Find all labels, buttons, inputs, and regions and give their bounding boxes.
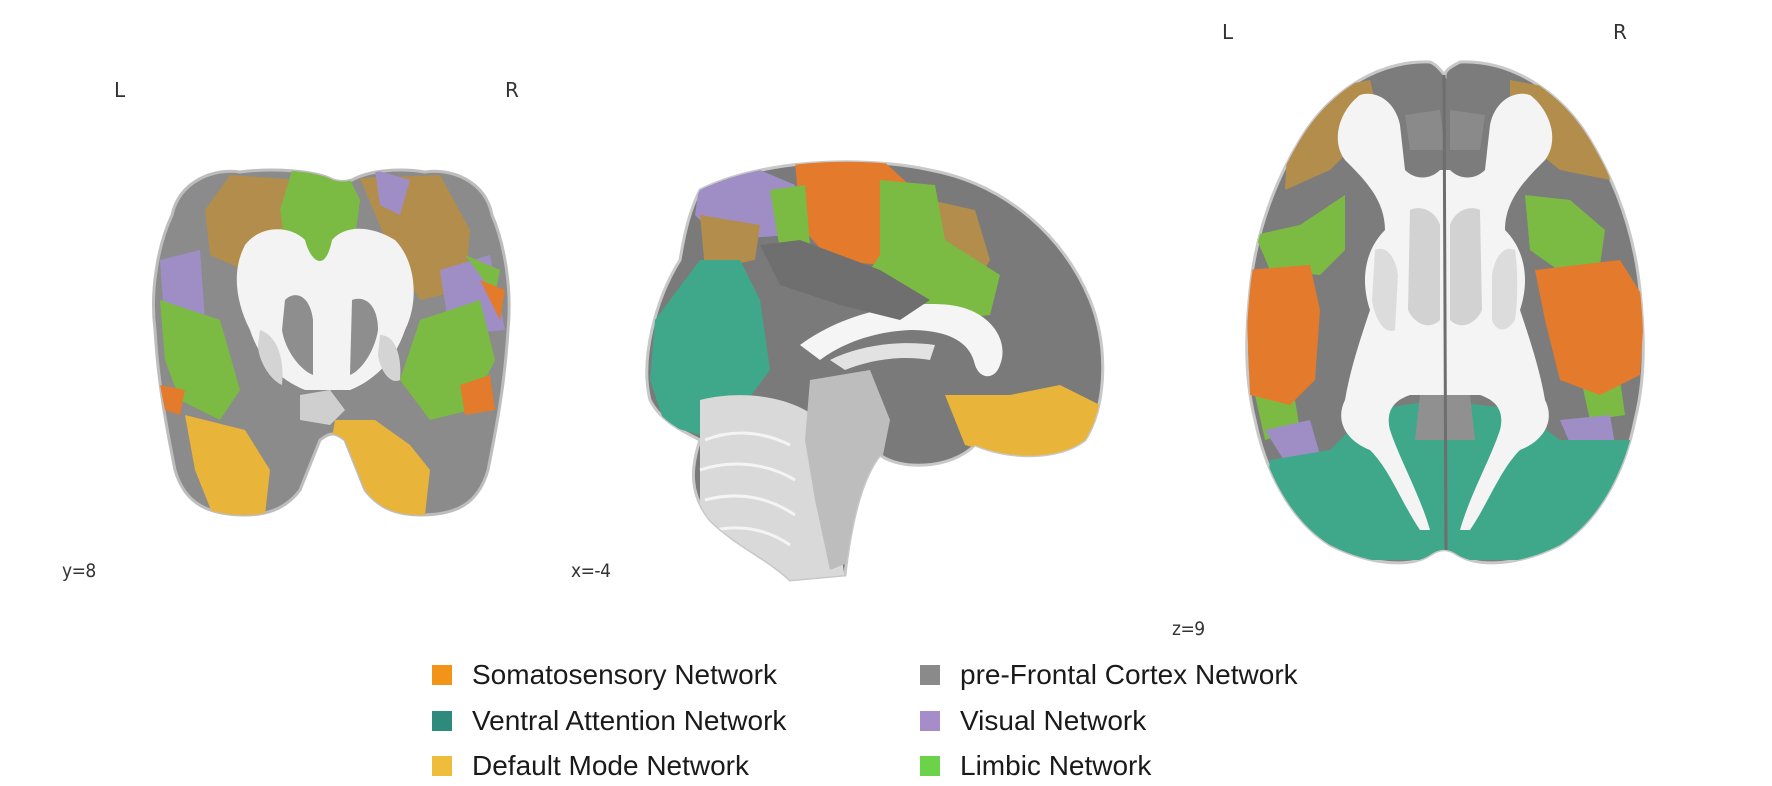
coronal-right-label: R (505, 78, 519, 102)
axial-slice (1245, 60, 1645, 565)
axial-right-label: R (1613, 20, 1627, 44)
coronal-left-label: L (114, 78, 126, 102)
legend-label: Limbic Network (960, 750, 1152, 781)
legend-swatch (920, 665, 940, 685)
legend-swatch (432, 711, 452, 731)
coronal-slice (152, 168, 511, 517)
network-legend: Somatosensory Network Ventral Attention … (432, 653, 1352, 783)
axial-coordinate: z=9 (1172, 618, 1205, 636)
legend-swatch (920, 711, 940, 731)
legend-item-limbic: Limbic Network (920, 746, 1151, 786)
coronal-coordinate: y=8 (62, 560, 96, 582)
axial-left-label: L (1222, 20, 1234, 44)
legend-swatch (920, 756, 940, 776)
legend-label: Default Mode Network (472, 750, 750, 781)
legend-item-somatosensory: Somatosensory Network (432, 655, 777, 695)
legend-label: pre-Frontal Cortex Network (960, 659, 1298, 690)
legend-item-prefrontal: pre-Frontal Cortex Network (920, 655, 1298, 695)
legend-swatch (432, 665, 452, 685)
legend-label: Ventral Attention Network (472, 705, 787, 736)
legend-item-ventral-attention: Ventral Attention Network (432, 701, 786, 741)
legend-item-default-mode: Default Mode Network (432, 746, 749, 786)
legend-swatch (432, 756, 452, 776)
sagittal-coordinate: x=-4 (571, 560, 611, 582)
legend-label: Somatosensory Network (472, 659, 778, 690)
brain-slices-figure (152, 60, 1645, 582)
sagittal-slice (645, 160, 1105, 582)
legend-label: Visual Network (960, 705, 1147, 736)
legend-item-visual: Visual Network (920, 701, 1146, 741)
